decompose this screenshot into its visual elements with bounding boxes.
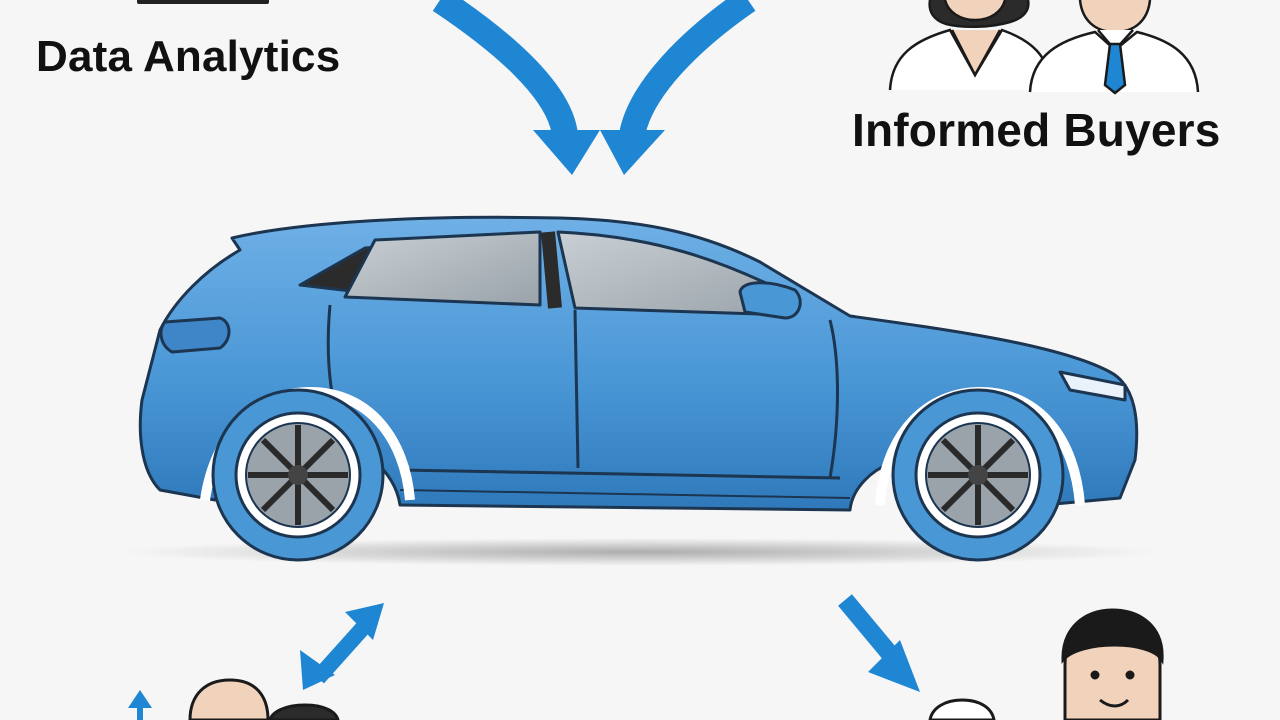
informed-buyers-label: Informed Buyers	[852, 104, 1221, 156]
business-people-icon	[888, 0, 1200, 95]
rear-wheel-icon	[211, 388, 385, 562]
bottom-people-icon	[188, 608, 1164, 720]
top-arrows-icon	[432, 0, 756, 175]
car-icon	[138, 215, 1139, 512]
bottom-arrows-icon	[128, 594, 920, 720]
front-wheel-icon	[891, 388, 1065, 562]
data-analytics-label: Data Analytics	[36, 32, 341, 81]
car-shadow	[120, 538, 1160, 566]
partial-frame-edge	[137, 0, 269, 4]
